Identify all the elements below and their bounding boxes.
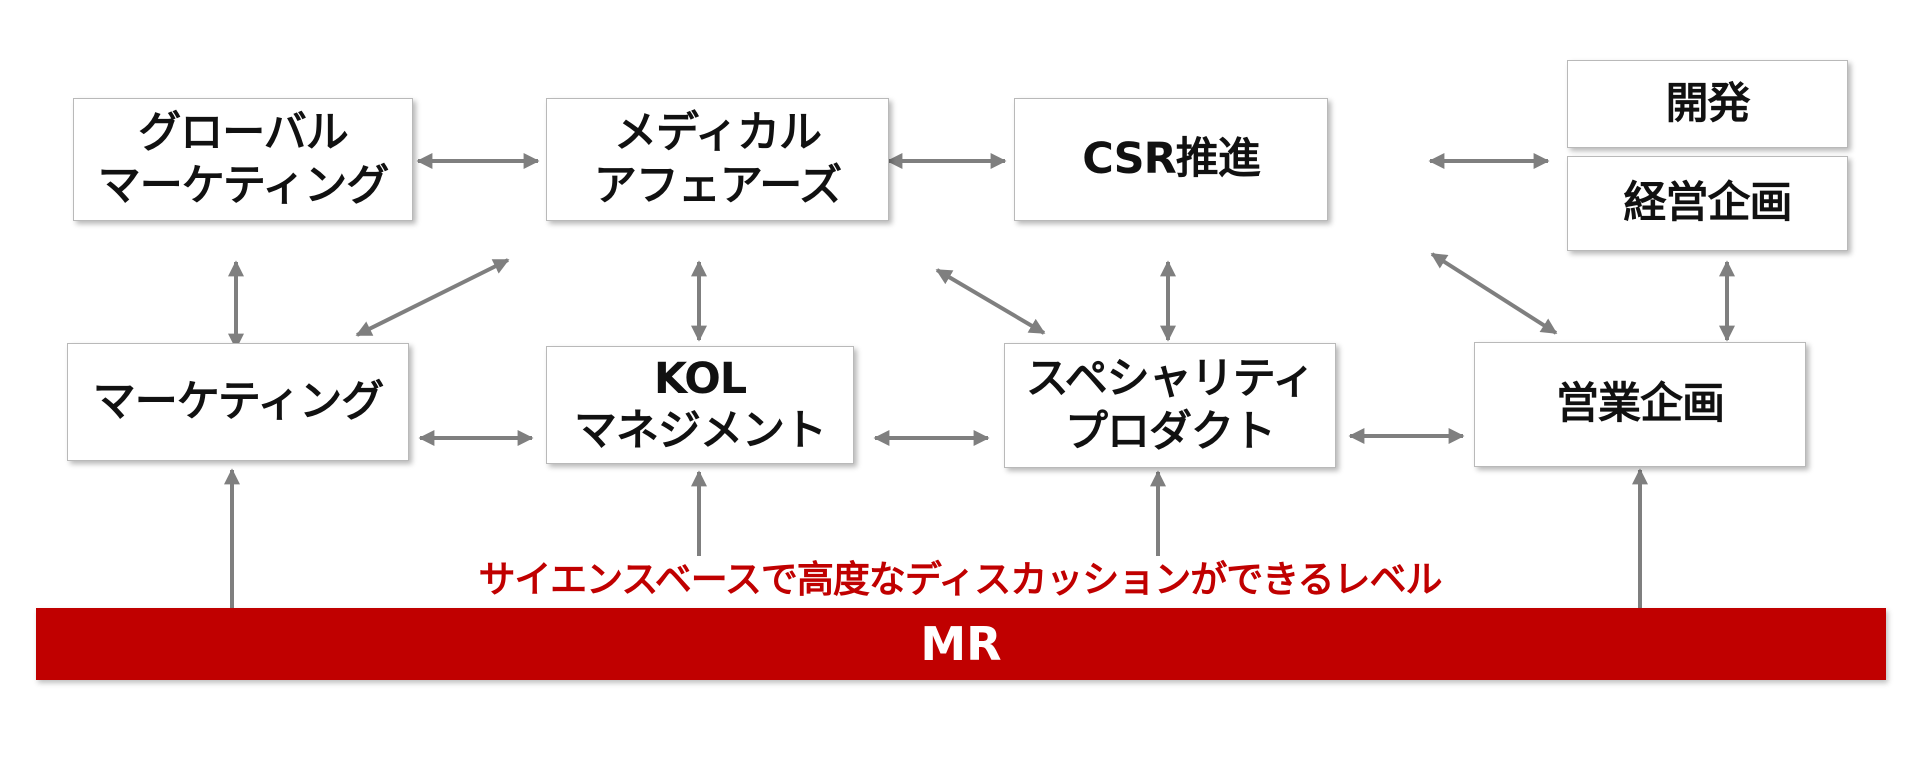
node-csr-label: CSR推進 bbox=[1082, 134, 1260, 185]
mr-bar: MR bbox=[36, 608, 1886, 680]
node-development: 開発 bbox=[1567, 60, 1848, 148]
mr-bar-label: MR bbox=[920, 617, 1002, 671]
node-global-marketing-line-1: グローバル bbox=[138, 108, 349, 159]
node-sales-planning: 営業企画 bbox=[1474, 342, 1806, 467]
node-sales-planning-label: 営業企画 bbox=[1556, 379, 1725, 430]
node-specialty-product-line-1: スペシャリティ bbox=[1025, 354, 1315, 405]
caption-text: サイエンスベースで高度なディスカッションができるレベル bbox=[460, 556, 1460, 604]
node-kol-management: KOL マネジメント bbox=[546, 346, 854, 464]
arrow-medical-affairs-specialty bbox=[935, 268, 1046, 335]
node-medical-affairs: メディカル アフェアーズ bbox=[546, 98, 889, 221]
node-corporate-planning: 経営企画 bbox=[1567, 156, 1848, 251]
node-specialty-product: スペシャリティ プロダクト bbox=[1004, 343, 1336, 468]
arrow-csr-sales-planning bbox=[1430, 252, 1558, 335]
node-marketing: マーケティング bbox=[67, 343, 409, 461]
node-global-marketing: グローバル マーケティング bbox=[73, 98, 413, 221]
node-global-marketing-line-2: マーケティング bbox=[97, 160, 390, 211]
node-corporate-planning-label: 経営企画 bbox=[1623, 178, 1793, 229]
node-specialty-product-line-2: プロダクト bbox=[1064, 406, 1276, 457]
node-development-label: 開発 bbox=[1665, 78, 1751, 129]
node-medical-affairs-line-2: アフェアーズ bbox=[593, 160, 842, 211]
node-marketing-label: マーケティング bbox=[92, 376, 385, 427]
node-kol-management-line-2: マネジメント bbox=[574, 406, 827, 456]
node-csr: CSR推進 bbox=[1014, 98, 1328, 221]
arrow-marketing-medical-affairs bbox=[355, 258, 510, 337]
node-kol-management-line-1: KOL bbox=[653, 353, 747, 404]
node-medical-affairs-line-1: メディカル bbox=[614, 108, 822, 159]
